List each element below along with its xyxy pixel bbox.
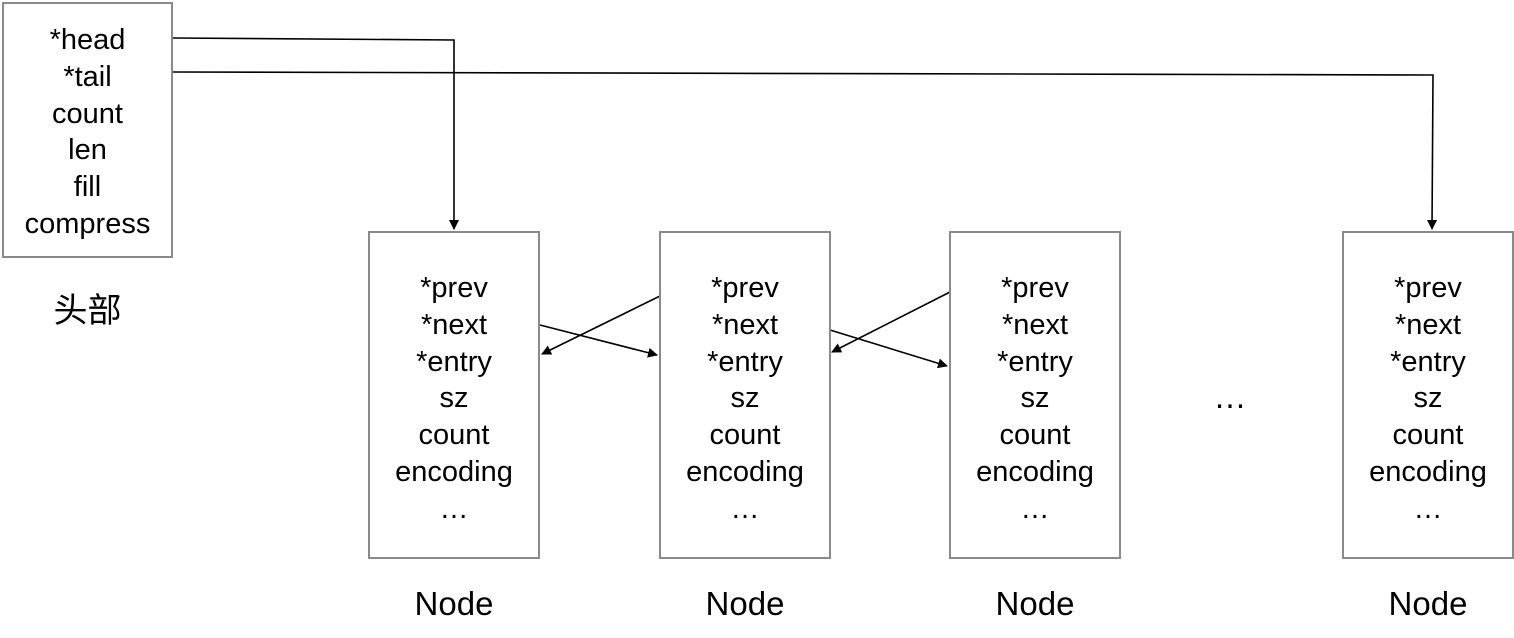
node-field-count: count	[999, 419, 1071, 452]
node-field-entry: *entry	[997, 345, 1073, 378]
prev-arrow-2-1	[541, 295, 661, 355]
head-field-fill: fill	[73, 171, 102, 204]
node-field-ellipsis: …	[1413, 492, 1443, 525]
node-field-ellipsis: …	[730, 492, 760, 525]
gap-ellipsis: …	[1213, 378, 1247, 415]
node-field-encoding: encoding	[1369, 455, 1487, 488]
head-field-len: len	[68, 134, 107, 167]
node-field-next: *next	[711, 308, 779, 341]
head-struct-box: *head *tail count len fill compress	[2, 2, 173, 258]
node-field-sz: sz	[1413, 382, 1443, 415]
node-field-prev: *prev	[711, 272, 779, 304]
node-field-encoding: encoding	[686, 455, 804, 488]
node-field-prev: *prev	[1001, 272, 1069, 304]
tail-pointer-arrow	[172, 71, 1438, 230]
next-arrow-1-2	[539, 324, 658, 358]
head-field-tail: *tail	[63, 60, 112, 93]
node-field-next: *next	[420, 308, 488, 341]
node-field-ellipsis: …	[439, 492, 469, 525]
head-field-head: *head	[49, 24, 126, 56]
node-label-4: Node	[1388, 585, 1468, 622]
node-box-1: *prev *next *entry sz count encoding …	[368, 231, 540, 559]
node-field-count: count	[709, 419, 781, 452]
node-field-count: count	[1392, 419, 1464, 452]
node-field-next: *next	[1394, 308, 1462, 341]
head-field-count: count	[52, 97, 123, 130]
next-arrow-2-3	[829, 329, 948, 369]
node-field-count: count	[418, 419, 490, 452]
head-field-compress: compress	[24, 207, 151, 240]
node-field-sz: sz	[1020, 382, 1050, 415]
node-field-encoding: encoding	[395, 455, 513, 488]
node-field-ellipsis: …	[1020, 492, 1050, 525]
head-struct-label: 头部	[53, 291, 122, 331]
node-label-1: Node	[414, 585, 494, 622]
node-box-3: *prev *next *entry sz count encoding …	[949, 231, 1121, 559]
node-label-2: Node	[705, 585, 785, 622]
node-field-prev: *prev	[1394, 272, 1462, 304]
node-field-entry: *entry	[416, 345, 492, 378]
node-field-sz: sz	[730, 382, 760, 415]
node-box-2: *prev *next *entry sz count encoding …	[659, 231, 831, 559]
head-pointer-arrow	[172, 37, 459, 230]
node-field-sz: sz	[439, 382, 469, 415]
node-field-entry: *entry	[1390, 345, 1466, 378]
node-field-next: *next	[1001, 308, 1069, 341]
node-field-encoding: encoding	[976, 455, 1094, 488]
node-field-prev: *prev	[420, 272, 488, 304]
node-field-entry: *entry	[707, 345, 783, 378]
node-box-4: *prev *next *entry sz count encoding …	[1342, 231, 1514, 559]
prev-arrow-3-2	[831, 291, 951, 353]
node-label-3: Node	[995, 585, 1075, 622]
